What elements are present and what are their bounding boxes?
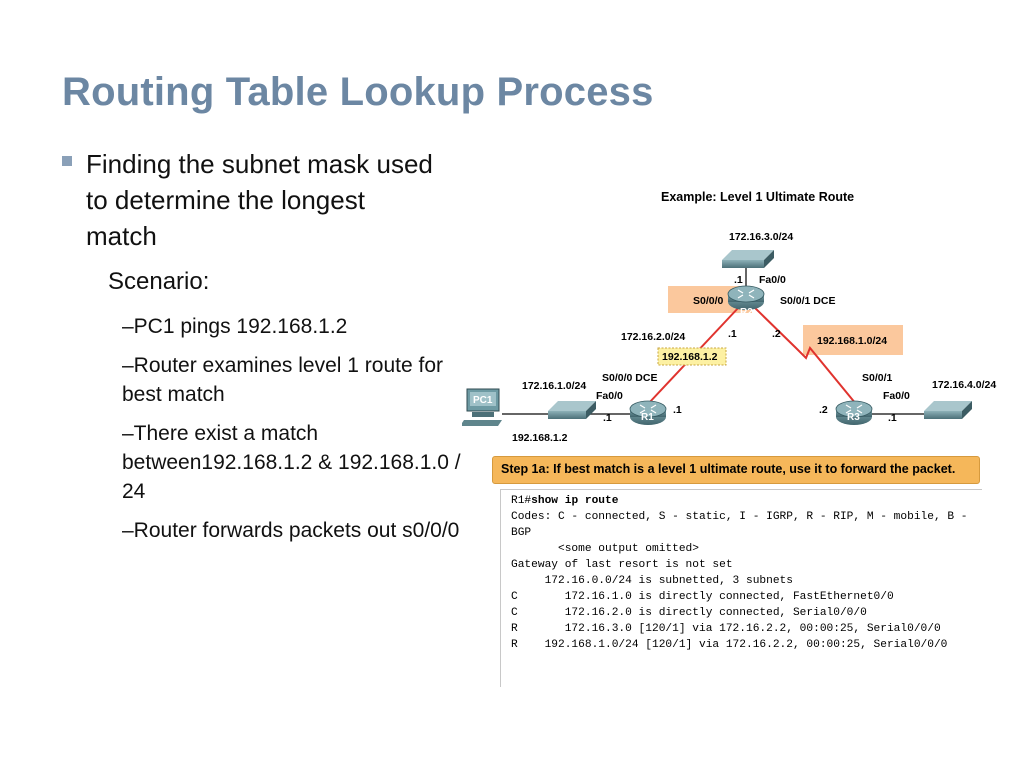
cli-output: R1#show ip route Codes: C - connected, S… [500, 489, 982, 687]
step-banner: Step 1a: If best match is a level 1 ulti… [492, 456, 980, 484]
network-r2-r3-label: 192.168.1.0/24 [817, 335, 887, 347]
network-left-label: 172.16.1.0/24 [522, 380, 586, 392]
cli-line: BGP [511, 527, 532, 539]
network-highlight-zone [803, 325, 903, 355]
r2-fa-interface: Fa0/0 [759, 274, 786, 286]
cli-line: Gateway of last resort is not set [511, 559, 733, 571]
router-r1-icon [629, 400, 667, 425]
pc-icon [462, 388, 502, 426]
network-r1-r2-label: 172.16.2.0/24 [621, 331, 685, 343]
r3-serial-host-id: .2 [819, 404, 828, 416]
scenario-item: –PC1 pings 192.168.1.2 [122, 315, 348, 338]
pc-label: PC1 [473, 395, 493, 406]
cli-prompt: R1# [511, 495, 532, 507]
scenario-label: Scenario: [108, 268, 210, 295]
r1-fa-interface: Fa0/0 [596, 390, 623, 402]
cli-line: C 172.16.1.0 is directly connected, Fast… [511, 591, 894, 603]
diagram-title: Example: Level 1 Ultimate Route [661, 190, 854, 204]
r2-left-host-id: .1 [728, 328, 737, 340]
cli-command-line: R1#show ip route [511, 493, 976, 509]
router-r3-icon [835, 400, 873, 425]
bullet-text: Finding the subnet mask used to determin… [86, 149, 433, 251]
packet-label: 192.168.1.2 [662, 351, 718, 363]
r2-r3-serial-link [752, 305, 857, 405]
cli-line: R 172.16.3.0 [120/1] via 172.16.2.2, 00:… [511, 623, 941, 635]
network-top-label: 172.16.3.0/24 [729, 231, 793, 243]
scenario-item: –Router forwards packets out s0/0/0 [122, 519, 460, 542]
r1-serial-host-id: .1 [673, 404, 682, 416]
switch-left-icon [548, 401, 596, 419]
square-bullet-icon [62, 156, 72, 166]
scenario-list: –PC1 pings 192.168.1.2 –Router examines … [122, 312, 467, 555]
r1-s0-interface: S0/0/0 DCE [602, 372, 657, 384]
cli-line: Codes: C - connected, S - static, I - IG… [511, 511, 968, 523]
pc-address-label: 192.168.1.2 [512, 432, 568, 444]
cli-line: <some output omitted> [511, 543, 699, 555]
bullet-item: Finding the subnet mask used to determin… [62, 146, 452, 254]
cli-line: C 172.16.2.0 is directly connected, Seri… [511, 607, 867, 619]
r2-s1-interface: S0/0/1 DCE [780, 295, 835, 307]
r2-fa-host-id: .1 [734, 274, 743, 286]
router-r1-label: R1 [641, 412, 654, 423]
switch-top-icon [722, 250, 774, 268]
cli-command: show ip route [531, 495, 619, 507]
switch-right-icon [924, 401, 972, 419]
packet-label-box [657, 347, 727, 366]
r2-right-host-id: .2 [772, 328, 781, 340]
scenario-item: –Router examines level 1 route for best … [122, 354, 443, 406]
cli-line: R 192.168.1.0/24 [120/1] via 172.16.2.2,… [511, 639, 948, 651]
cli-line: 172.16.0.0/24 is subnetted, 3 subnets [511, 575, 793, 587]
router-r2-icon [727, 285, 765, 310]
network-right-label: 172.16.4.0/24 [932, 379, 996, 391]
r3-s1-interface: S0/0/1 [862, 372, 893, 384]
scenario-item: –There exist a match between192.168.1.2 … [122, 422, 461, 503]
r3-fa-interface: Fa0/0 [883, 390, 910, 402]
slide-title: Routing Table Lookup Process [62, 70, 654, 114]
router-r3-label: R3 [847, 412, 860, 423]
r1-fa-host-id: .1 [603, 412, 612, 424]
network-diagram: Example: Level 1 Ultimate Route PC1 [462, 190, 996, 444]
r2-s0-interface: S0/0/0 [693, 295, 724, 307]
r3-fa-host-id: .1 [888, 412, 897, 424]
router-r2-label: R2 [740, 307, 753, 318]
bullet-list: Finding the subnet mask used to determin… [62, 146, 452, 254]
